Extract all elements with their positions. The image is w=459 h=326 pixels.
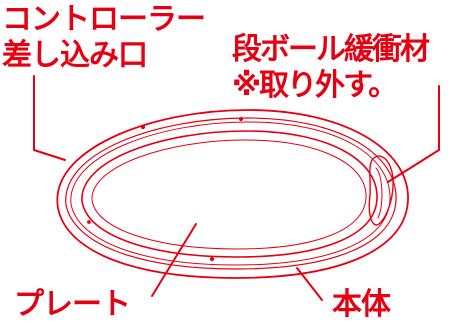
rim-dot	[209, 256, 215, 262]
cardboard-cushion-label-line2: ※取り外す。	[232, 68, 398, 103]
plate-label: プレート	[14, 287, 131, 322]
controller-port-label-line1: コントローラー	[2, 2, 206, 37]
body-outer-rim	[56, 109, 409, 279]
leader-plate	[151, 223, 197, 297]
plate-outline	[81, 130, 378, 258]
body-inner-rim-2	[70, 121, 391, 266]
leader-cardboard-cushion	[387, 85, 440, 183]
cardboard-cushion-line	[375, 167, 383, 219]
body-label: 本体	[332, 287, 391, 322]
controller-port-label: コントローラー 差し込み口	[2, 2, 206, 74]
body-inner-rim-1	[65, 117, 397, 270]
cardboard-cushion-label: 段ボール緩衝材 ※取り外す。	[232, 32, 430, 104]
rim-dot	[238, 116, 244, 122]
rim-dot	[140, 124, 146, 130]
cardboard-cushion-label-line1: 段ボール緩衝材	[232, 32, 430, 67]
cardboard-cushion	[368, 155, 394, 226]
rim-dot	[87, 220, 91, 224]
controller-port-label-line2: 差し込み口	[2, 38, 148, 73]
leader-body	[296, 267, 323, 301]
leader-controller-port	[33, 75, 66, 161]
plate-inner-line	[91, 139, 367, 250]
